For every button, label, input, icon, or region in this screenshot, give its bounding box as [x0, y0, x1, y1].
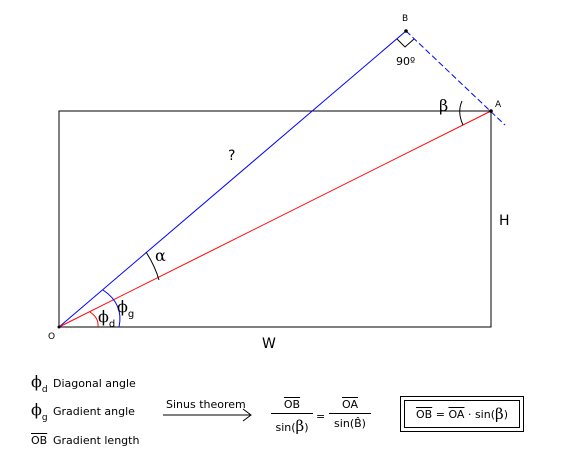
legend-ob-symbol: OB — [31, 434, 48, 447]
fraction-oa-over-sin-b: OA sin(B̂) — [329, 398, 371, 430]
gradient-line-ob — [58, 30, 407, 328]
legend-gradient-length: Gradient length — [53, 434, 140, 447]
fraction-ob-over-sin-beta: OB sin(β) — [271, 398, 313, 435]
alpha-arc — [145, 251, 160, 281]
label-alpha: α — [155, 246, 166, 265]
label-right-angle: 90º — [396, 55, 416, 68]
label-point-b: B — [402, 14, 409, 24]
point-o-dot — [57, 325, 61, 329]
label-point-o: O — [48, 332, 56, 342]
label-point-a: A — [495, 100, 502, 110]
phi-g-arc — [102, 289, 121, 328]
result-formula-box: OB = OA · sin(β) — [400, 396, 524, 432]
legend-phi-d-symbol: ϕd — [31, 372, 48, 395]
label-unknown-length: ? — [228, 148, 236, 164]
phi-d-arc — [89, 311, 99, 328]
label-phi-g: ϕg — [117, 297, 135, 320]
legend-gradient-angle: Gradient angle — [53, 405, 135, 418]
label-height: H — [499, 213, 510, 229]
right-angle-marker — [396, 38, 415, 48]
legend-diagonal-angle: Diagonal angle — [53, 377, 136, 390]
legend-phi-g-symbol: ϕg — [31, 400, 48, 423]
rectangle-outline — [58, 110, 492, 328]
label-beta: β — [439, 96, 449, 115]
point-b-dot — [404, 29, 408, 33]
sinus-theorem-caption: Sinus theorem — [166, 398, 246, 411]
equals-sign: = — [316, 410, 326, 423]
label-width: W — [262, 336, 276, 352]
dashed-line-ba — [405, 30, 506, 126]
arrow-head — [242, 408, 252, 422]
diagonal-line-oa — [58, 110, 492, 328]
beta-arc — [459, 100, 464, 126]
label-phi-d: ϕd — [98, 307, 116, 330]
point-a-dot — [489, 109, 493, 113]
